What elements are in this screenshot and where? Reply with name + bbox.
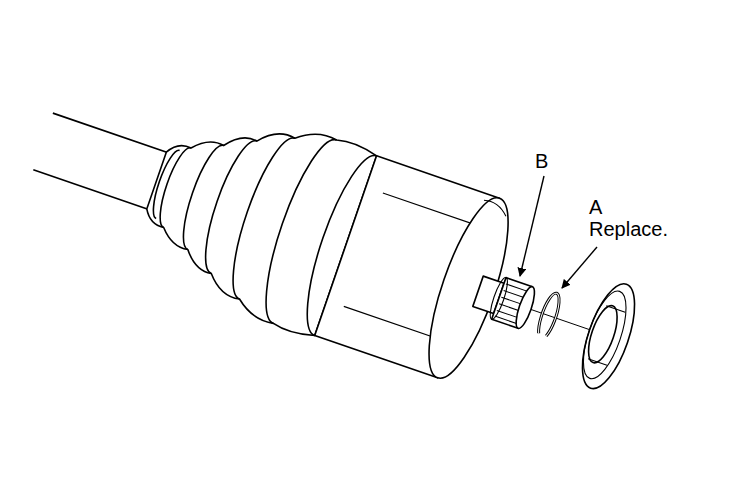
- dust-seal: [572, 278, 646, 395]
- note-text: Replace.: [588, 218, 669, 240]
- boot-ridges: [128, 90, 337, 324]
- callout-letter: B: [534, 150, 549, 172]
- leader-line: [562, 247, 597, 288]
- housing-edge: [292, 148, 377, 335]
- callout-letter: A: [588, 196, 603, 218]
- stub-end: [512, 285, 538, 331]
- axle-assembly: [11, 48, 660, 437]
- leader-line: [520, 176, 544, 276]
- circlip-inner: [536, 291, 563, 337]
- seal-rim: [575, 286, 635, 383]
- housing-chamfer: [481, 199, 509, 216]
- seal-bore-depth: [588, 306, 625, 365]
- seal-bore: [583, 302, 623, 366]
- circlip: [536, 291, 563, 337]
